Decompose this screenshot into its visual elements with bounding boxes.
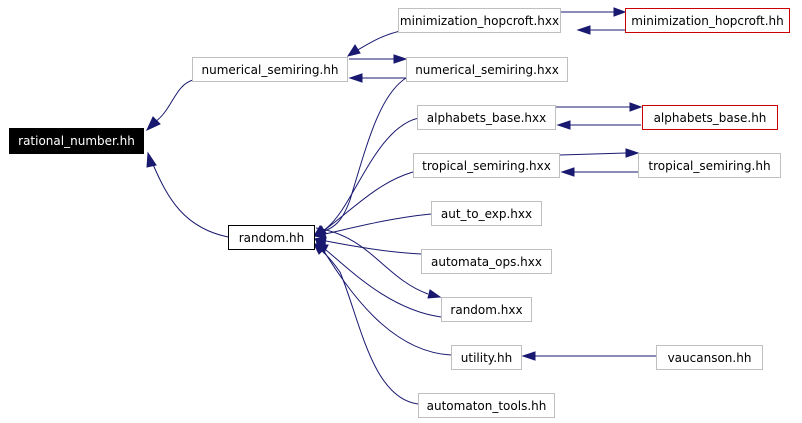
edge-arrowhead (560, 167, 575, 177)
node-minimization-hopcroft-hxx[interactable]: minimization_hopcroft.hxx (398, 8, 561, 33)
edge-arrowhead (625, 148, 640, 158)
edge-random-hh-to-rational-number (151, 161, 229, 238)
node-automaton-tools-hh[interactable]: automaton_tools.hh (418, 393, 555, 418)
node-aut-to-exp-hxx[interactable]: aut_to_exp.hxx (431, 201, 542, 226)
edge-automaton-tools-to-random-hh (318, 248, 419, 405)
edge-arrowhead (145, 116, 161, 132)
edge-tropical-hxx-to-random-hh (321, 171, 414, 233)
edge-arrowhead (576, 25, 591, 35)
edge-arrowhead (521, 351, 536, 361)
edge-arrowhead (629, 102, 643, 112)
edge-random-hh-to-random-hxx (315, 227, 429, 295)
node-alphabets-base-hxx[interactable]: alphabets_base.hxx (417, 105, 556, 130)
node-vaucanson-hh[interactable]: vaucanson.hh (656, 345, 763, 370)
node-tropical-semiring-hxx[interactable]: tropical_semiring.hxx (413, 153, 560, 178)
edge-arrowhead (348, 73, 363, 83)
edge-utility-to-random-hh (321, 247, 452, 356)
edge-arrowhead (556, 120, 571, 130)
node-random-hh[interactable]: random.hh (228, 225, 315, 250)
node-tropical-semiring-hh[interactable]: tropical_semiring.hh (638, 153, 781, 178)
node-minimization-hopcroft-hh[interactable]: minimization_hopcroft.hh (625, 8, 790, 33)
edge-arrowhead (312, 229, 327, 239)
edge-random-hxx-to-random-hh (325, 249, 442, 318)
node-automata-ops-hxx[interactable]: automata_ops.hxx (421, 249, 552, 274)
node-random-hxx[interactable]: random.hxx (441, 297, 532, 322)
edge-minimization-hxx-to-numerical-semiring-hh (355, 30, 401, 52)
edge-arrowhead (346, 44, 361, 57)
node-rational-number-hh[interactable]: rational_number.hh (9, 128, 144, 154)
edge-tropical-hxx-to-hh (559, 152, 627, 156)
node-utility-hh[interactable]: utility.hh (451, 345, 522, 370)
edge-numerical-semiring-hh-to-rational-number (154, 79, 194, 123)
edge-arrowhead (146, 151, 157, 168)
edge-arrowhead (312, 243, 326, 255)
node-numerical-semiring-hh[interactable]: numerical_semiring.hh (192, 57, 348, 82)
edge-arrowhead (427, 289, 442, 299)
edge-arrowhead (613, 7, 627, 17)
edge-automata-ops-to-random-hh (325, 240, 422, 255)
edge-arrowhead (393, 54, 408, 64)
node-numerical-semiring-hxx[interactable]: numerical_semiring.hxx (406, 57, 568, 82)
edge-numerical-hxx-to-random-hh (321, 77, 407, 233)
node-alphabets-base-hh[interactable]: alphabets_base.hh (642, 105, 778, 130)
